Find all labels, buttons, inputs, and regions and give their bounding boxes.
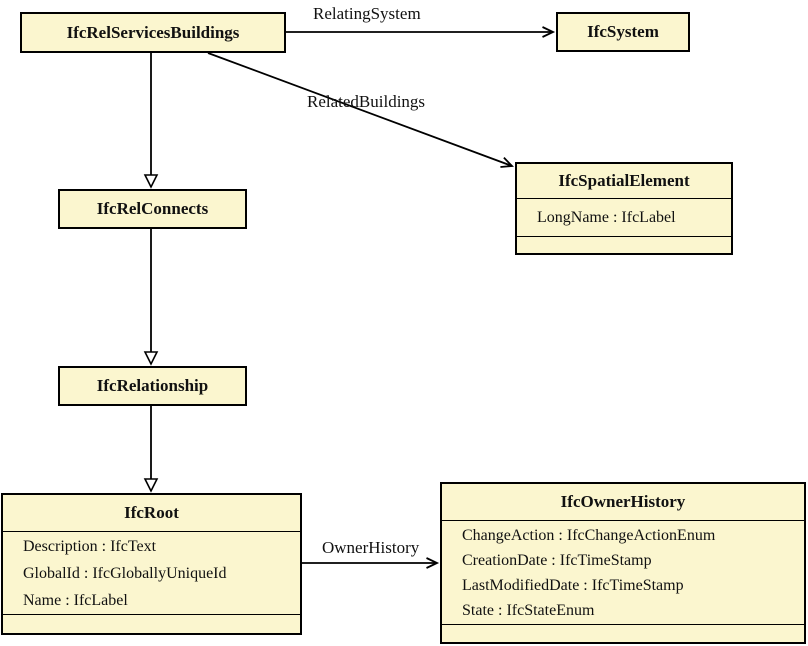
class-ifcownerhistory[interactable]: IfcOwnerHistory ChangeAction : IfcChange… bbox=[440, 482, 806, 644]
class-attribute: GlobalId : IfcGloballyUniqueId bbox=[23, 564, 227, 582]
class-title: IfcSpatialElement bbox=[558, 171, 690, 190]
class-attribute: LongName : IfcLabel bbox=[537, 208, 676, 226]
class-ifcrelservicesbuildings[interactable]: IfcRelServicesBuildings bbox=[20, 12, 286, 53]
class-title: IfcOwnerHistory bbox=[560, 492, 686, 511]
class-attribute: ChangeAction : IfcChangeActionEnum bbox=[462, 526, 716, 544]
class-attribute: LastModifiedDate : IfcTimeStamp bbox=[462, 576, 684, 594]
class-ifcrelationship[interactable]: IfcRelationship bbox=[58, 366, 247, 406]
class-attribute: Description : IfcText bbox=[23, 537, 157, 555]
class-title: IfcRelationship bbox=[96, 376, 209, 395]
class-title: IfcRelConnects bbox=[96, 199, 209, 218]
class-ifcspatialelement[interactable]: IfcSpatialElement LongName : IfcLabel bbox=[515, 162, 733, 255]
class-attributes: Description : IfcText GlobalId : IfcGlob… bbox=[3, 531, 300, 614]
class-attributes: LongName : IfcLabel bbox=[517, 198, 731, 236]
class-ifcrelconnects[interactable]: IfcRelConnects bbox=[58, 189, 247, 229]
edge-label-relatedbuildings: RelatedBuildings bbox=[307, 92, 426, 111]
class-title: IfcSystem bbox=[587, 22, 659, 41]
class-attributes: ChangeAction : IfcChangeActionEnum Creat… bbox=[442, 520, 804, 624]
edge-relatedbuildings-line bbox=[207, 52, 514, 168]
class-attribute: State : IfcStateEnum bbox=[462, 601, 595, 619]
class-operations-empty bbox=[442, 624, 804, 642]
class-attribute: CreationDate : IfcTimeStamp bbox=[462, 551, 652, 569]
class-attribute: Name : IfcLabel bbox=[23, 591, 128, 609]
class-ifcsystem[interactable]: IfcSystem bbox=[556, 12, 690, 52]
class-title: IfcRelServicesBuildings bbox=[66, 22, 240, 42]
edge-label-relatingsystem: RelatingSystem bbox=[313, 4, 421, 23]
class-operations-empty bbox=[517, 236, 731, 253]
edge-label-ownerhistory: OwnerHistory bbox=[322, 538, 420, 557]
class-title: IfcRoot bbox=[124, 503, 179, 522]
class-ifcroot[interactable]: IfcRoot Description : IfcText GlobalId :… bbox=[1, 493, 302, 635]
class-operations-empty bbox=[3, 614, 300, 633]
